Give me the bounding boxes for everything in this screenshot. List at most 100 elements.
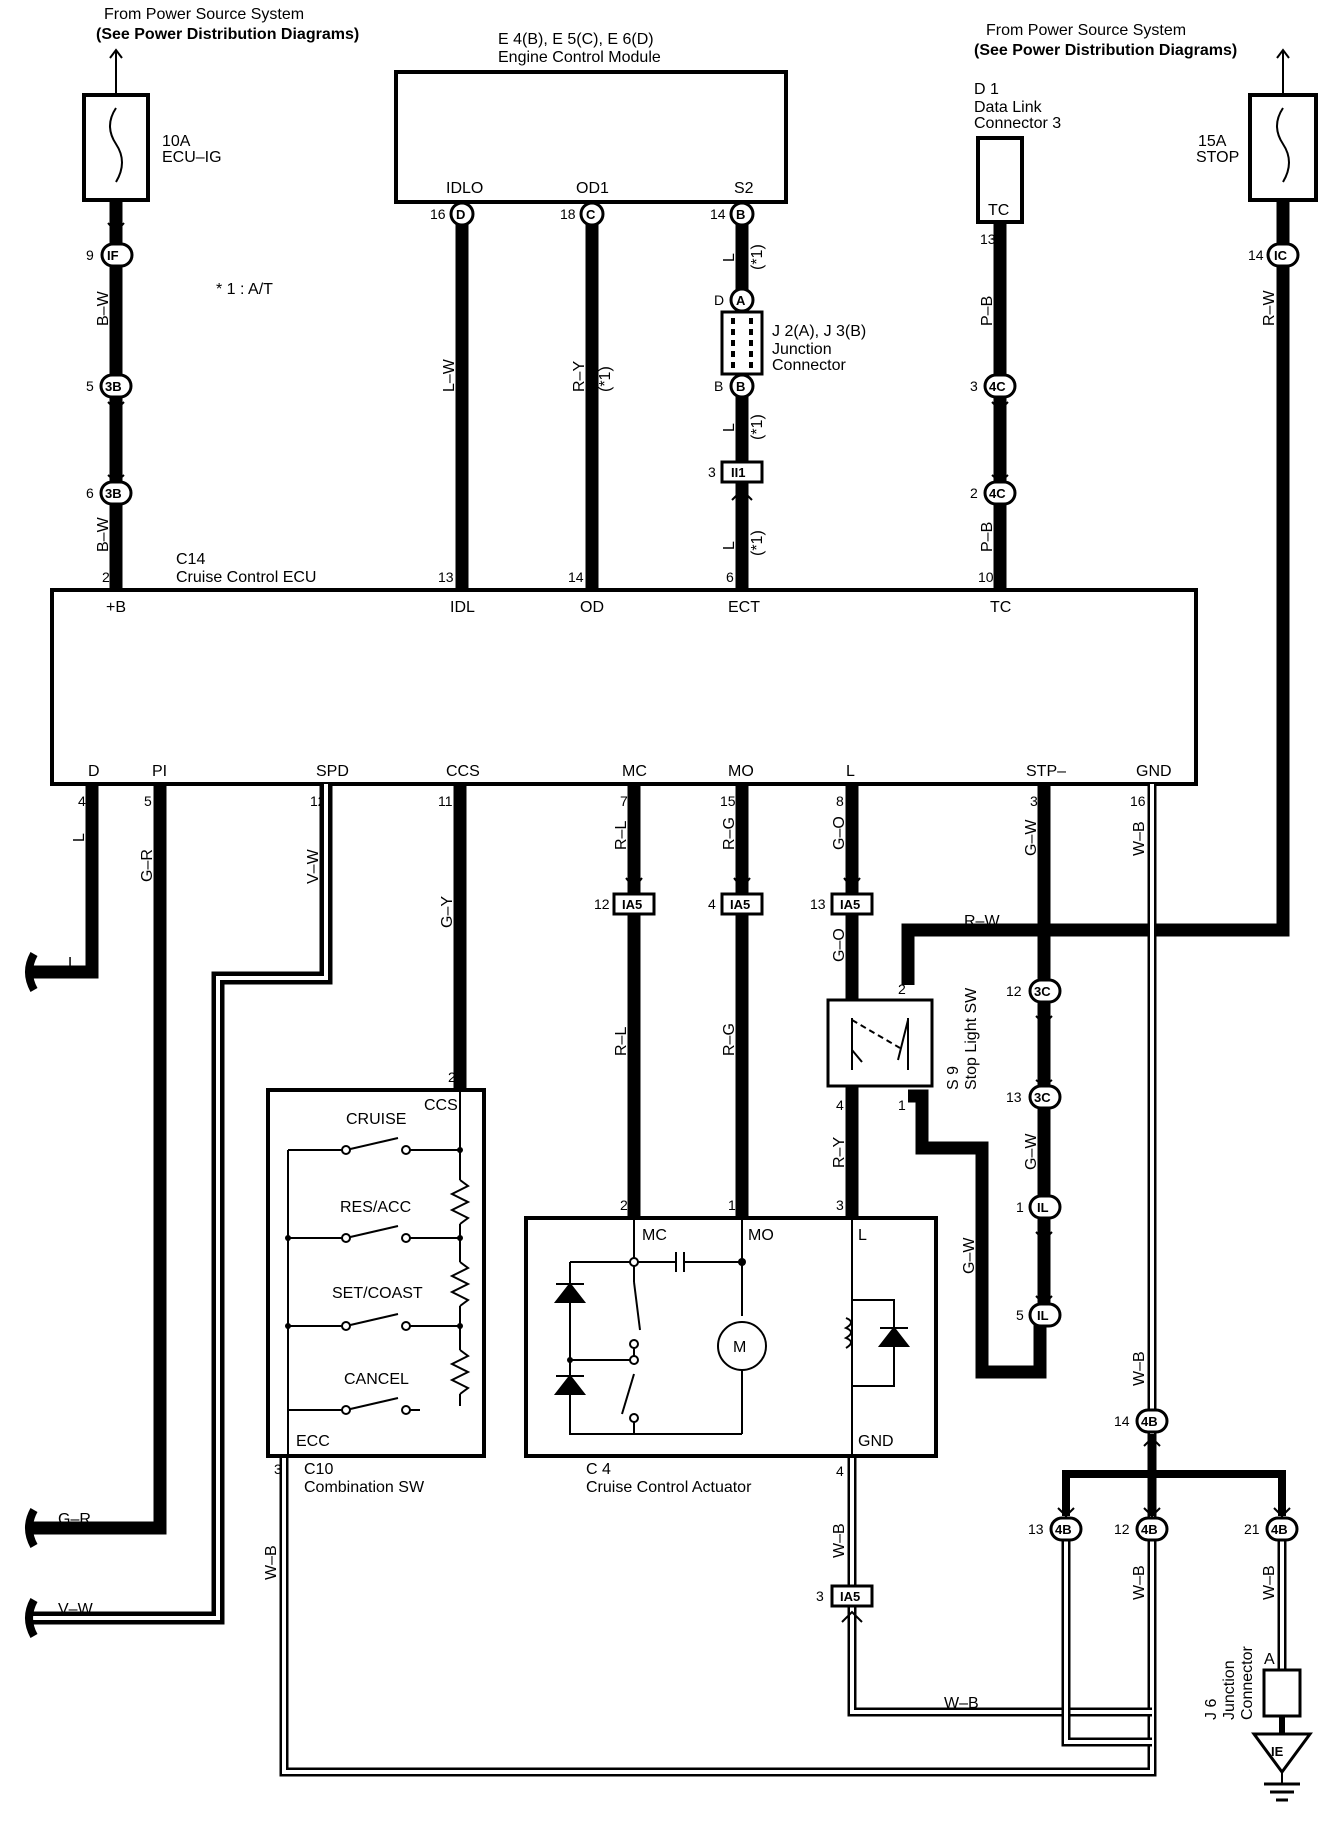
wire-label-wb6: W–B xyxy=(1131,1565,1148,1600)
wire-label-rw2: R–W xyxy=(964,913,1000,930)
actuator-pin-mc: 2 xyxy=(620,1197,628,1213)
stop-sw-pin-2: 2 xyxy=(898,981,906,997)
ecu-term-mo: MO xyxy=(728,763,754,780)
actuator-term-mo: MO xyxy=(748,1227,774,1244)
wire-label-gw3: G–W xyxy=(961,1237,978,1274)
connector-il-b-pin: 5 xyxy=(1016,1307,1024,1323)
wire-label-bw1: B–W xyxy=(95,290,112,326)
fuse-icon xyxy=(109,107,123,183)
power-source-right-line2: (See Power Distribution Diagrams) xyxy=(974,42,1237,59)
ecm-conn-c-pin: 18 xyxy=(560,206,576,222)
connector-4c-b-label: 4C xyxy=(989,486,1006,501)
ecu-term-d: D xyxy=(88,763,100,780)
stop-light-switch xyxy=(826,998,934,1088)
j2-conn-b xyxy=(729,373,755,399)
wire-label-pb2: P–B xyxy=(979,522,996,552)
ecu-pin-od: 14 xyxy=(568,569,584,585)
connector-3c-a-pin: 12 xyxy=(1006,983,1022,999)
connector-ic-label: IC xyxy=(1274,248,1288,263)
dlc-terminal: TC xyxy=(988,202,1009,219)
wire-label-l2n: (*1) xyxy=(749,414,766,440)
wire-label-rl2: R–L xyxy=(613,1027,630,1056)
ecu-name: Cruise Control ECU xyxy=(176,569,316,586)
wire-label-vw2: V–W xyxy=(58,1601,94,1618)
dlc-pin: 13 xyxy=(980,231,996,247)
connector-if-pin: 9 xyxy=(86,247,94,263)
wire-label-l3: L xyxy=(721,541,738,550)
motor-icon: M xyxy=(733,1339,746,1356)
ecu-term-mc: MC xyxy=(622,763,647,780)
wire-label-wb1: W–B xyxy=(1131,821,1148,856)
wire-stop-rw xyxy=(901,200,1290,985)
wire-label-wb4: W–B xyxy=(831,1523,848,1558)
j6-id: J 6 xyxy=(1203,1699,1220,1720)
switch-set-coast: SET/COAST xyxy=(332,1285,423,1302)
fuse-ecu-ig-rating: 10A xyxy=(162,133,191,150)
stop-sw-contacts xyxy=(851,1018,909,1070)
wire-4b-branch xyxy=(1062,1434,1156,1516)
ecu-term-od: OD xyxy=(580,599,604,616)
combo-term-top: CCS xyxy=(424,1097,458,1114)
actuator-term-mc: MC xyxy=(642,1227,667,1244)
j2-title2: Junction xyxy=(772,341,832,358)
wire-label-l3n: (*1) xyxy=(749,530,766,556)
wire-label-wb2: W–B xyxy=(1131,1351,1148,1386)
junction-connector-j6 xyxy=(1262,1668,1302,1718)
wire-label-l2: L xyxy=(721,423,738,432)
wire-label-wb7: W–B xyxy=(1261,1565,1278,1600)
connector-3b-b-label: 3B xyxy=(105,486,122,501)
connector-ic xyxy=(1266,242,1300,268)
connector-4c-a-pin: 3 xyxy=(970,378,978,394)
fuse-stop-name: STOP xyxy=(1196,149,1239,166)
wire-stop-sw-out xyxy=(908,1089,1047,1379)
ecm-term-idlo: IDLO xyxy=(446,180,483,197)
connector-4c-a xyxy=(983,373,1017,399)
ground-icon xyxy=(1251,1732,1313,1775)
connector-ia5-a-pin: 12 xyxy=(594,896,610,912)
connector-3b-b-pin: 6 xyxy=(86,485,94,501)
connector-ia5-d-pin: 3 xyxy=(816,1588,824,1604)
ecu-pin-idl: 13 xyxy=(438,569,454,585)
j2-bottom-letter: B xyxy=(714,378,723,394)
ecu-term-pi: PI xyxy=(152,763,167,780)
ecm-term-od1: OD1 xyxy=(576,180,609,197)
ecu-term-tc: TC xyxy=(990,599,1011,616)
ecm-conn-d xyxy=(449,201,475,227)
connector-4b-c xyxy=(1135,1516,1169,1542)
wire-label-rl1: R–L xyxy=(613,821,630,850)
power-source-left-line2: (See Power Distribution Diagrams) xyxy=(96,26,359,43)
connector-il-a xyxy=(1028,1194,1062,1220)
fuse-ecu-ig xyxy=(82,48,150,202)
combo-pin-bottom: 3 xyxy=(274,1461,282,1477)
ecm-title1: E 4(B), E 5(C), E 6(D) xyxy=(498,31,654,48)
connector-3c-b-label: 3C xyxy=(1034,1090,1051,1105)
wire-label-ry-note: (*1) xyxy=(597,366,614,392)
connector-4b-d-pin: 21 xyxy=(1244,1521,1260,1537)
power-source-left-line1: From Power Source System xyxy=(104,6,304,23)
wire-pi xyxy=(32,784,167,1535)
connector-3b-a-label: 3B xyxy=(105,379,122,394)
wire-label-rg1: R–G xyxy=(721,817,738,850)
wire-label-l1n: (*1) xyxy=(749,244,766,270)
j6-letter: A xyxy=(1264,1651,1275,1668)
ecu-term-stp: STP– xyxy=(1026,763,1066,780)
connector-ia5-c-pin: 13 xyxy=(810,896,826,912)
connector-ii1-pin: 3 xyxy=(708,464,716,480)
connector-4b-b-pin: 13 xyxy=(1028,1521,1044,1537)
switch-res-acc: RES/ACC xyxy=(340,1199,411,1216)
ecu-term-idl: IDL xyxy=(450,599,475,616)
connector-4c-b-pin: 2 xyxy=(970,485,978,501)
connector-4c-a-label: 4C xyxy=(989,379,1006,394)
ecm-conn-b-pin: 14 xyxy=(710,206,726,222)
wire-label-gr2: G–R xyxy=(58,1511,91,1528)
stop-sw-id: S 9 xyxy=(945,1066,962,1090)
wire-label-wb5: W–B xyxy=(944,1695,979,1712)
dlc-name2: Connector 3 xyxy=(974,115,1061,132)
ecu-id: C14 xyxy=(176,551,205,568)
ecm-conn-d-label: D xyxy=(456,207,465,222)
wire-label-lw: L–W xyxy=(441,358,458,392)
connector-il-b-label: IL xyxy=(1037,1308,1049,1323)
combo-term-bottom: ECC xyxy=(296,1433,330,1450)
ecu-pin-l: 8 xyxy=(836,793,844,809)
combo-id: C10 xyxy=(304,1461,333,1478)
